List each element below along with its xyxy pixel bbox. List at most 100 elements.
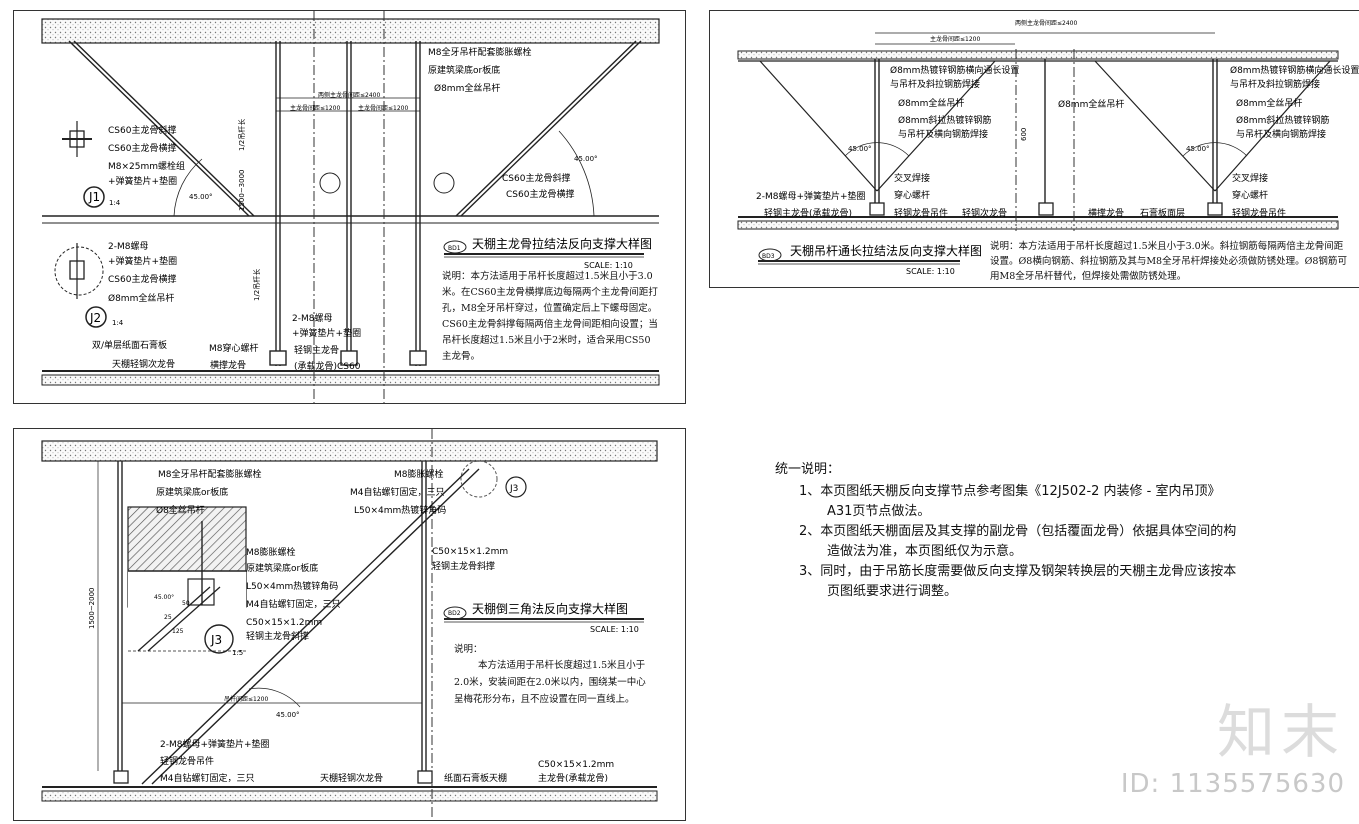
bd3-diag-r: Ø8mm斜拉热镀锌钢筋 (1236, 114, 1329, 126)
bd2-scale: SCALE: 1:10 (590, 625, 639, 634)
bd3-diag-l: Ø8mm斜拉热镀锌钢筋 (898, 114, 991, 126)
bd2-d-c50-2: 轻钢主龙骨斜撑 (246, 630, 309, 642)
bd2-d50: 50 (182, 600, 190, 607)
panel-bd1: M8全牙吊杆配套膨胀螺栓 原建筑梁底or板底 Ø8mm全丝吊杆 两侧主龙骨间距≤… (13, 10, 686, 404)
general-notes-heading: 统一说明： (775, 462, 841, 477)
bd1-rod-label: Ø8mm全丝吊杆 (434, 82, 500, 94)
bd1-nuts2: 2-M8螺母 (292, 313, 332, 324)
bd2-c50-b: C50×15×1.2mm (538, 760, 614, 770)
bd1-dim-a: 主龙骨间距≤1200 (290, 104, 340, 112)
bd1-dim-span: 两侧主龙骨间距≤2400 (318, 91, 380, 99)
general-note-1: 1、本页图纸天棚反向支撑节点参考图集《12J502-2 内装修 - 室内吊顶》A… (799, 484, 1221, 519)
watermark: 知末 ID: 1135575630 (1121, 685, 1345, 799)
bd1-slab-label: 原建筑梁底or板底 (428, 64, 500, 76)
bd2-slab (41, 440, 658, 462)
bd3-cross-weld-r: 交叉焊接 (1232, 172, 1268, 184)
bd3-note: 说明：本方法适用于吊杆长度超过1.5米且小于3.0米。斜拉钢筋每隔两倍主龙骨间距… (990, 241, 1347, 282)
bd3-tag: BD3 (762, 253, 775, 260)
bd1-scale: SCALE: 1:10 (584, 261, 633, 270)
bd3-diag-l2: 与吊杆及横向钢筋焊接 (898, 128, 988, 140)
bd1-nuts: 2-M8螺母 (108, 241, 148, 252)
bd1-j1-scale: 1:4 (109, 199, 121, 207)
bd3-hot-r2: 与吊杆及斜拉钢筋焊接 (1230, 78, 1320, 90)
bd3-through-r: 穿心螺杆 (1232, 189, 1268, 201)
bd1-brace-keel: 横撑龙骨 (210, 359, 246, 371)
bd3-brace-r: 横撑龙骨 (1088, 207, 1124, 219)
bd2-d25: 25 (164, 614, 172, 621)
bd1-nuts2-washer: +弹簧垫片+垫圈 (292, 327, 361, 339)
bd3-hot-l: Ø8mm热镀锌钢筋横向通长设置 (890, 64, 1019, 76)
bd2-dim-span: 吊杆间距≤1200 (224, 695, 268, 703)
bd2-c50: C50×15×1.2mm (432, 547, 508, 557)
bd2-rod: Ø8全丝吊杆 (156, 504, 205, 516)
bd1-rod2: Ø8mm全丝吊杆 (108, 292, 174, 304)
bd1-nuts-washer: +弹簧垫片+垫圈 (108, 255, 177, 267)
bd1-ceiling-board (41, 374, 660, 386)
general-note-3: 3、同时，由于吊筋长度需要做反向支撑及钢架转换层的天棚主龙骨应该按本页图纸要求进… (799, 564, 1237, 599)
general-notes: 统一说明： 1、本页图纸天棚反向支撑节点参考图集《12J502-2 内装修 - … (775, 460, 1245, 602)
bd2-c50-2: 轻钢主龙骨斜撑 (432, 560, 495, 572)
panel-bd3: 两侧主龙骨间距≤2400 主龙骨间距≤1200 Ø8mm热镀锌钢筋横向通长设置 … (709, 10, 1359, 288)
bd3-hanger-l: 轻钢龙骨吊件 (894, 207, 948, 219)
bd2-d-l50: L50×4mm热镀锌角码 (246, 580, 338, 592)
bd2-slab-label: 原建筑梁底or板底 (156, 486, 228, 498)
bd1-cs60-cross2: CS60主龙骨横撑 (108, 273, 176, 285)
bd1-angle2: 45.00° (574, 155, 598, 163)
bd2-drawing: M8全牙吊杆配套膨胀螺栓 原建筑梁底or板底 Ø8全丝吊杆 M8膨胀螺栓 M4自… (41, 429, 658, 820)
bd3-rod-l: Ø8mm全丝吊杆 (898, 97, 964, 109)
bd3-ceiling (737, 220, 1339, 230)
bd1-len: 1500~3000 (238, 170, 246, 212)
bd2-j3-scale: 1:5 (232, 649, 243, 657)
bd2-note: 本方法适用于吊杆长度超过1.5米且小于2.0米，安装间距在2.0米以内，围绕某一… (454, 660, 646, 705)
bd2-tag: BD2 (448, 610, 461, 617)
bd3-board-r: 石膏板面层 (1140, 207, 1185, 219)
bd2-main-b: 主龙骨(承载龙骨) (538, 772, 608, 784)
bd1-j1: J1 (88, 190, 100, 204)
bd2-d-c50: C50×15×1.2mm (246, 618, 322, 628)
bd3-hot-l2: 与吊杆及斜拉钢筋焊接 (890, 78, 980, 90)
bd1-m8-through: M8穿心螺杆 (209, 342, 259, 354)
bd2-sub: 天棚轻钢次龙骨 (320, 772, 383, 784)
bd3-drawing: 两侧主龙骨间距≤2400 主龙骨间距≤1200 Ø8mm热镀锌钢筋横向通长设置 … (737, 19, 1359, 276)
bd2-d125: 125 (172, 628, 184, 635)
bd3-slab (737, 50, 1339, 60)
bd3-angle-l: 45.00° (848, 145, 872, 153)
bd3-rod-r: Ø8mm全丝吊杆 (1236, 97, 1302, 109)
watermark-logo: 知末 (1216, 698, 1345, 766)
bd2-nuts: 2-M8螺母+弹簧垫片+垫圈 (160, 738, 270, 750)
bd2-board: 纸面石膏板天棚 (444, 772, 507, 784)
bd3-600: 600 (1020, 128, 1028, 141)
bd1-slab (41, 18, 660, 44)
bd2-d-slab: 原建筑梁底or板底 (246, 562, 318, 574)
bd1-board: 双/单层纸面石膏板 (92, 339, 167, 351)
bd2-m4-top: M4自钻螺钉固定，三只 (350, 486, 445, 498)
bd1-dim-b: 主龙骨间距≤1200 (358, 104, 408, 112)
bd2-l50-top: L50×4mm热镀锌角码 (354, 504, 446, 516)
bd1-angle1: 45.00° (189, 193, 213, 201)
panel-bd2: M8全牙吊杆配套膨胀螺栓 原建筑梁底or板底 Ø8全丝吊杆 M8膨胀螺栓 M4自… (13, 428, 686, 821)
bd1-cs60-b: CS60主龙骨横撑 (506, 188, 574, 200)
bd2-note-title: 说明： (454, 644, 483, 655)
bd2-dim-len: 1500~2000 (88, 588, 96, 630)
bd2-m8-anchor: M8全牙吊杆配套膨胀螺栓 (158, 468, 262, 480)
bd1-j2-scale: 1:4 (112, 319, 124, 327)
bd2-j3-tag: J3 (509, 484, 518, 494)
bd3-hanger-r: 轻钢龙骨吊件 (1232, 207, 1286, 219)
bd2-d-m8-exp: M8膨胀螺栓 (246, 546, 296, 558)
bd1-bolt: M8×25mm螺栓组 (108, 160, 185, 172)
general-note-2: 2、本页图纸天棚面层及其支撑的副龙骨（包括覆面龙骨）依据具体空间的构造做法为准，… (799, 524, 1237, 559)
bd3-dim-a: 主龙骨间距≤1200 (930, 35, 980, 43)
bd1-light-main: 轻钢主龙骨 (294, 344, 339, 356)
bd3-nuts-l: 2-M8螺母+弹簧垫片+垫圈 (756, 190, 866, 202)
bd3-scale: SCALE: 1:10 (906, 267, 955, 276)
bd3-hot-r: Ø8mm热镀锌钢筋横向通长设置 (1230, 64, 1359, 76)
bd2-j3: J3 (210, 633, 222, 647)
bd1-title: 天棚主龙骨拉结法反向支撑大样图 (472, 236, 652, 251)
bd3-dim-span: 两侧主龙骨间距≤2400 (1015, 19, 1077, 27)
bd2-ceiling (41, 790, 658, 802)
bd3-title: 天棚吊杆通长拉结法反向支撑大样图 (790, 243, 982, 258)
bd1-half1: 1/2吊杆长 (237, 119, 246, 151)
bd2-hanger: 轻钢龙骨吊件 (160, 755, 214, 767)
bd1-cs60-a: CS60主龙骨斜撑 (502, 172, 570, 184)
bd1-cs60-cross: CS60主龙骨横撑 (108, 142, 176, 154)
